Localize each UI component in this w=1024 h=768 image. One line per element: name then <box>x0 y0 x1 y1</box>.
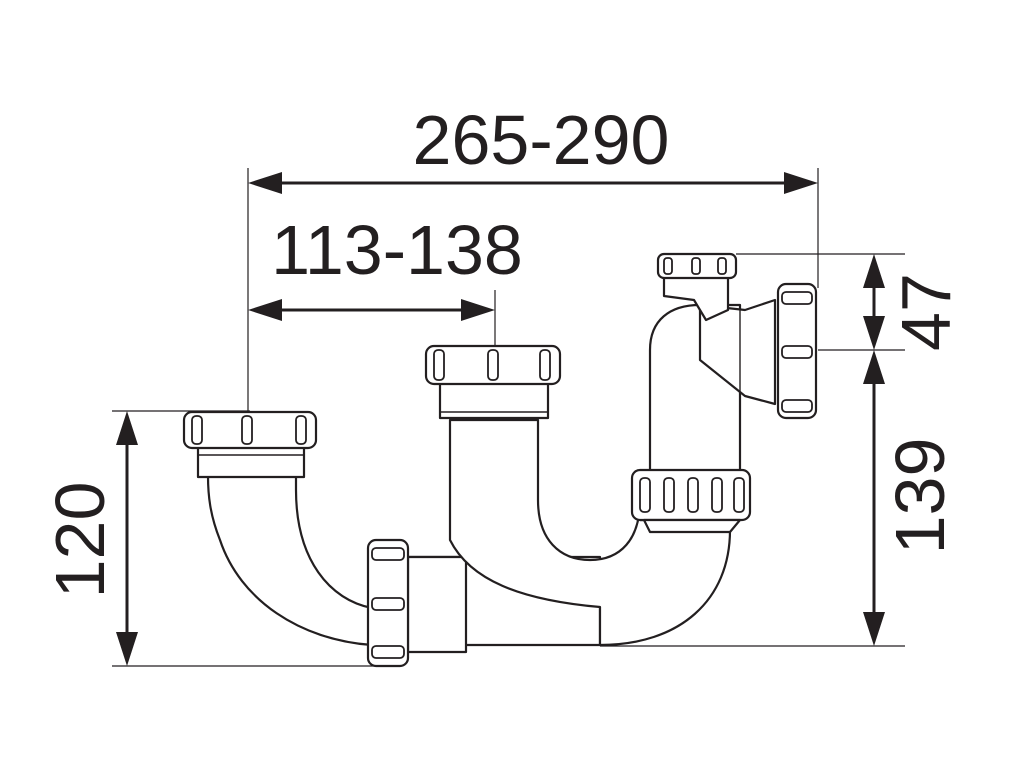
left-union-nut <box>366 538 410 668</box>
dimension-lines <box>112 168 905 667</box>
right-middle-union-nut <box>630 468 752 522</box>
u-trap-pipe <box>448 418 732 647</box>
slip-coupling <box>406 555 468 654</box>
inlet-offset-label: 113-138 <box>271 211 523 289</box>
side-outlet-nut <box>776 282 818 420</box>
trap-assembly <box>182 252 818 668</box>
top-vent-nut <box>656 252 738 280</box>
left-height-label: 120 <box>41 482 119 599</box>
left-inlet-nut <box>182 410 318 450</box>
side-outlet-pipe <box>698 298 777 406</box>
top-fitting-label: 47 <box>887 273 965 351</box>
right-height-label: 139 <box>881 438 959 555</box>
middle-inlet-nut <box>424 344 562 386</box>
overall-width-label: 265-290 <box>413 101 670 179</box>
left-bend-pipe <box>206 474 374 647</box>
left-inlet-neck <box>196 445 306 479</box>
